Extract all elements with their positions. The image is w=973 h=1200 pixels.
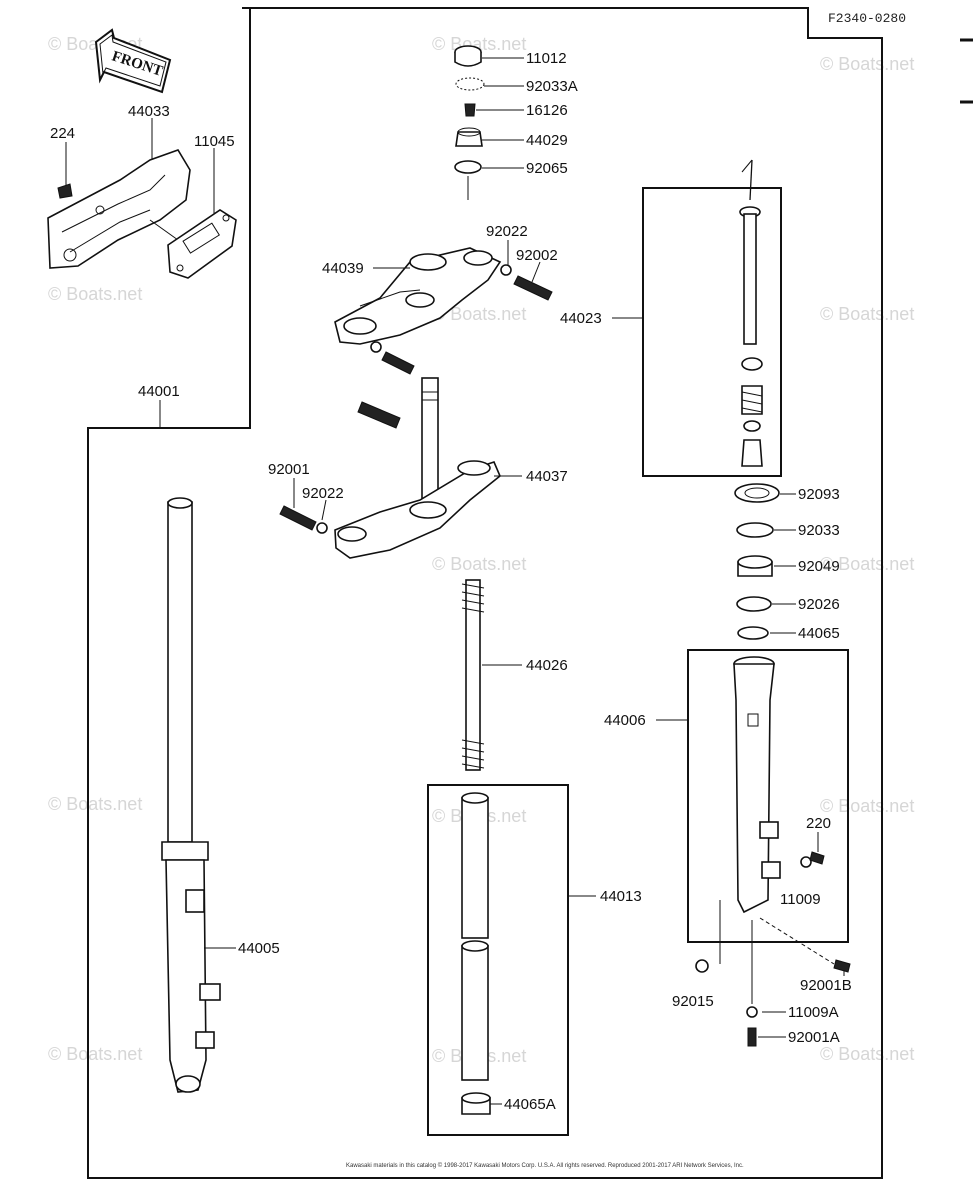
label-44005: 44005: [238, 940, 280, 957]
label-92033: 92033: [798, 522, 840, 539]
label-11009: 11009: [780, 891, 821, 908]
watermarks: © Boats.net © Boats.net © Boats.net © Bo…: [48, 34, 914, 1066]
label-44001: 44001: [138, 383, 180, 400]
outer-tube-box: [427, 784, 569, 1136]
steering-stem: [279, 377, 501, 559]
right-fork-box: [687, 649, 849, 943]
label-44037: 44037: [526, 468, 568, 485]
label-11012: 11012: [526, 50, 567, 67]
label-44033: 44033: [128, 103, 170, 120]
label-92001: 92001: [268, 461, 310, 478]
label-44006: 44006: [604, 712, 646, 729]
right-fork-leg: [695, 656, 851, 1047]
watermark: © Boats.net: [432, 554, 526, 574]
fork-spring: [461, 579, 485, 771]
bracket-plate: [167, 209, 237, 279]
label-44023: 44023: [560, 310, 602, 327]
leader-lines: [65, 57, 845, 1105]
damper-rod-box: [642, 187, 782, 477]
label-11009A: 11009A: [788, 1004, 839, 1021]
watermark: © Boats.net: [820, 54, 914, 74]
fork-tube-parts: [461, 792, 491, 1115]
label-92049: 92049: [798, 558, 840, 575]
diagram-code: F2340-0280: [828, 11, 906, 26]
label-44026: 44026: [526, 657, 568, 674]
label-92033A: 92033A: [526, 78, 578, 95]
label-92001A: 92001A: [788, 1029, 840, 1046]
front-arrow-icon: FRONT: [94, 28, 172, 94]
watermark: © Boats.net: [48, 284, 142, 304]
label-92093: 92093: [798, 486, 840, 503]
seals-stack: [734, 483, 780, 640]
label-92022-lower: 92022: [302, 485, 344, 502]
label-44029: 44029: [526, 132, 568, 149]
label-92001B: 92001B: [800, 977, 852, 994]
label-16126: 16126: [526, 102, 568, 119]
upper-triple-clamp: [334, 247, 553, 375]
watermark: © Boats.net: [820, 554, 914, 574]
label-92015: 92015: [672, 993, 714, 1010]
copyright-text: Kawasaki materials in this catalog © 199…: [346, 1162, 744, 1169]
label-92002: 92002: [516, 247, 558, 264]
label-92026: 92026: [798, 596, 840, 613]
part-labels: 11012 92033A 16126 44029 92065 44033 224…: [50, 50, 852, 1113]
watermark: © Boats.net: [820, 304, 914, 324]
label-92022-upper: 92022: [486, 223, 528, 240]
left-fork-leg: [161, 497, 221, 1093]
label-92065: 92065: [526, 160, 568, 177]
main-frame: [87, 7, 883, 1179]
top-cap-stack: [454, 45, 485, 200]
watermark: © Boats.net: [432, 304, 526, 324]
watermark: © Boats.net: [48, 1044, 142, 1064]
label-220: 220: [806, 815, 831, 832]
watermark: © Boats.net: [48, 794, 142, 814]
watermark: © Boats.net: [820, 1044, 914, 1064]
damper-rod: [739, 159, 763, 467]
watermark: © Boats.net: [820, 796, 914, 816]
label-11045: 11045: [194, 133, 235, 150]
label-224: 224: [50, 125, 75, 142]
label-44013: 44013: [600, 888, 642, 905]
label-44065A: 44065A: [504, 1096, 556, 1113]
label-44039: 44039: [322, 260, 364, 277]
label-44065: 44065: [798, 625, 840, 642]
